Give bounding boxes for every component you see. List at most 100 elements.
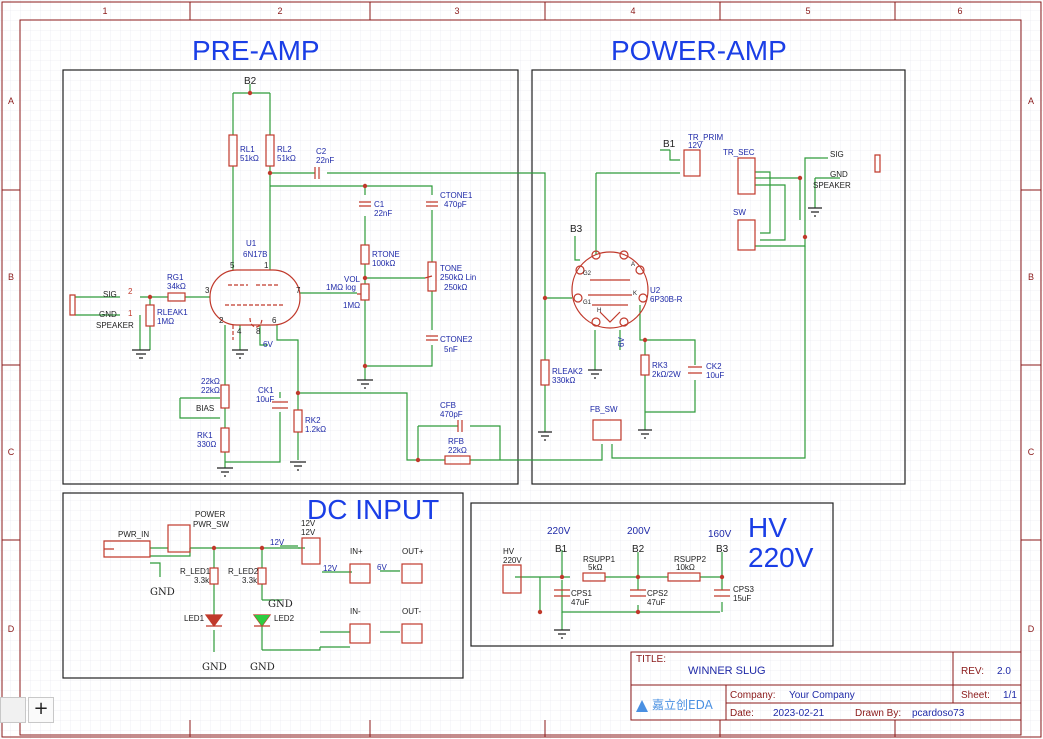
label-gnd-out: GND <box>830 170 848 179</box>
resistor-rg1[interactable] <box>167 292 186 302</box>
resistor-rled1[interactable] <box>209 567 219 585</box>
capacitor-ctone2[interactable] <box>426 335 438 341</box>
value-tr-prim: 12V <box>688 141 703 150</box>
sheet-label: Sheet: <box>961 690 990 701</box>
pin-sig-2: 2 <box>128 287 133 296</box>
connector-sw[interactable] <box>737 219 756 251</box>
resistor-rk3[interactable] <box>640 354 650 376</box>
side-panel-toggle[interactable] <box>0 697 26 723</box>
zoom-in-button[interactable]: + <box>28 697 54 723</box>
resistor-rl1[interactable] <box>228 134 238 167</box>
value-r-led2: 3.3k <box>242 576 258 585</box>
label-sig-out: SIG <box>830 150 844 159</box>
junction-dots <box>147 90 808 615</box>
label-u2: U2 <box>650 286 661 295</box>
jack-speaker[interactable] <box>69 154 881 316</box>
ruler-labels: 1 2 3 4 5 6 A B C D A B C D <box>8 6 1035 634</box>
ruler-col-2: 2 <box>277 6 282 16</box>
label-gnd-dc-4: GND <box>250 662 275 673</box>
value-c1: 22nF <box>374 209 392 218</box>
value-c2: 22nF <box>316 156 334 165</box>
label-ctone2: CTONE2 <box>440 335 473 344</box>
dcinput-box <box>62 492 464 679</box>
resistor-rsupp1[interactable] <box>582 572 606 582</box>
connector-out-plus[interactable] <box>401 563 423 584</box>
label-160v: 160V <box>708 529 732 540</box>
label-r-led1: R_LED1 <box>180 567 211 576</box>
capacitor-cps2[interactable] <box>630 589 646 597</box>
resistor-rsupp2[interactable] <box>667 572 701 582</box>
label-200v: 200V <box>627 526 651 537</box>
label-rsupp1: RSUPP1 <box>583 555 616 564</box>
connector-hv[interactable] <box>502 564 522 594</box>
capacitor-cfb[interactable] <box>457 420 463 432</box>
label-gnd-dc-2: GND <box>268 599 293 610</box>
label-rsupp2: RSUPP2 <box>674 555 707 564</box>
ground-symbols <box>132 207 822 639</box>
capacitor-c2[interactable] <box>314 167 320 179</box>
connector-tr-sec[interactable] <box>737 157 756 195</box>
value-rg1: 34kΩ <box>167 282 186 291</box>
resistor-rl2[interactable] <box>265 134 275 167</box>
net-b3-hv: B3 <box>716 544 729 555</box>
label-led2: LED2 <box>274 614 295 623</box>
capacitor-c1[interactable] <box>359 201 371 207</box>
resistor-rleak2[interactable] <box>540 359 550 386</box>
eda-logo-icon <box>636 700 648 712</box>
value-ctone2: 5nF <box>444 345 458 354</box>
value-u2: 6P30B-R <box>650 295 683 304</box>
rev-value: 2.0 <box>997 666 1011 677</box>
value-rtone: 100kΩ <box>372 259 395 268</box>
preamp-heading: PRE-AMP <box>192 35 320 66</box>
capacitor-ck1[interactable] <box>272 401 288 409</box>
label-cps2: CPS2 <box>647 589 668 598</box>
label-tr-prim: TR_PRIM <box>688 133 723 142</box>
labels: B2 RL1 51kΩ RL2 51kΩ C2 22nF U1 6N17B CT… <box>96 76 851 673</box>
label-ctone1: CTONE1 <box>440 191 473 200</box>
connector-tr-prim[interactable] <box>683 149 701 177</box>
resistor-rk2[interactable] <box>293 409 303 433</box>
net-b1-hv: B1 <box>555 544 568 555</box>
label-gnd-in: GND <box>99 310 117 319</box>
label-r-led2: R_LED2 <box>228 567 259 576</box>
label-pin-a: A <box>631 262 635 268</box>
connector-in-plus[interactable] <box>349 563 371 584</box>
net-b2-hv: B2 <box>632 544 645 555</box>
capacitor-cps1[interactable] <box>554 589 570 597</box>
potentiometer-tone[interactable] <box>427 261 437 292</box>
ruler-row-a: A <box>8 96 14 106</box>
connector-out-minus[interactable] <box>401 623 423 644</box>
potentiometer-vol[interactable] <box>360 283 370 301</box>
label-led1: LED1 <box>184 614 205 623</box>
label-pwr-sw: PWR_SW <box>193 520 229 529</box>
hv-box <box>470 502 834 647</box>
resistor-rled2[interactable] <box>257 567 267 585</box>
switch-power[interactable] <box>167 524 191 553</box>
capacitor-cps3[interactable] <box>714 589 730 597</box>
resistor-rfb[interactable] <box>444 455 471 465</box>
label-12v-in: 12V <box>323 564 338 573</box>
label-c1: C1 <box>374 200 385 209</box>
connector-fb-sw[interactable] <box>592 419 622 441</box>
tube-u2[interactable] <box>571 251 649 329</box>
tube-u1[interactable] <box>209 269 301 326</box>
company-label: Company: <box>730 690 776 701</box>
capacitor-ctone1[interactable] <box>426 201 438 207</box>
capacitor-ck2[interactable] <box>688 366 702 374</box>
label-ck1: CK1 <box>258 386 274 395</box>
net-b3-pow: B3 <box>570 224 583 235</box>
resistor-rleak1[interactable] <box>145 304 155 327</box>
ruler-row-d: D <box>8 624 15 634</box>
jack-pwr-in[interactable] <box>103 540 151 558</box>
label-rk2: RK2 <box>305 416 321 425</box>
preamp-box <box>62 69 519 485</box>
connector-12v[interactable] <box>301 537 321 565</box>
resistor-rtone[interactable] <box>360 244 370 265</box>
resistor-rk1[interactable] <box>220 427 230 453</box>
label-gnd-dc-3: GND <box>202 662 227 673</box>
ruler-row-c-right: C <box>1028 447 1035 457</box>
resistor-bias[interactable] <box>220 384 230 409</box>
poweramp-box <box>531 69 906 485</box>
connector-in-minus[interactable] <box>349 623 371 644</box>
